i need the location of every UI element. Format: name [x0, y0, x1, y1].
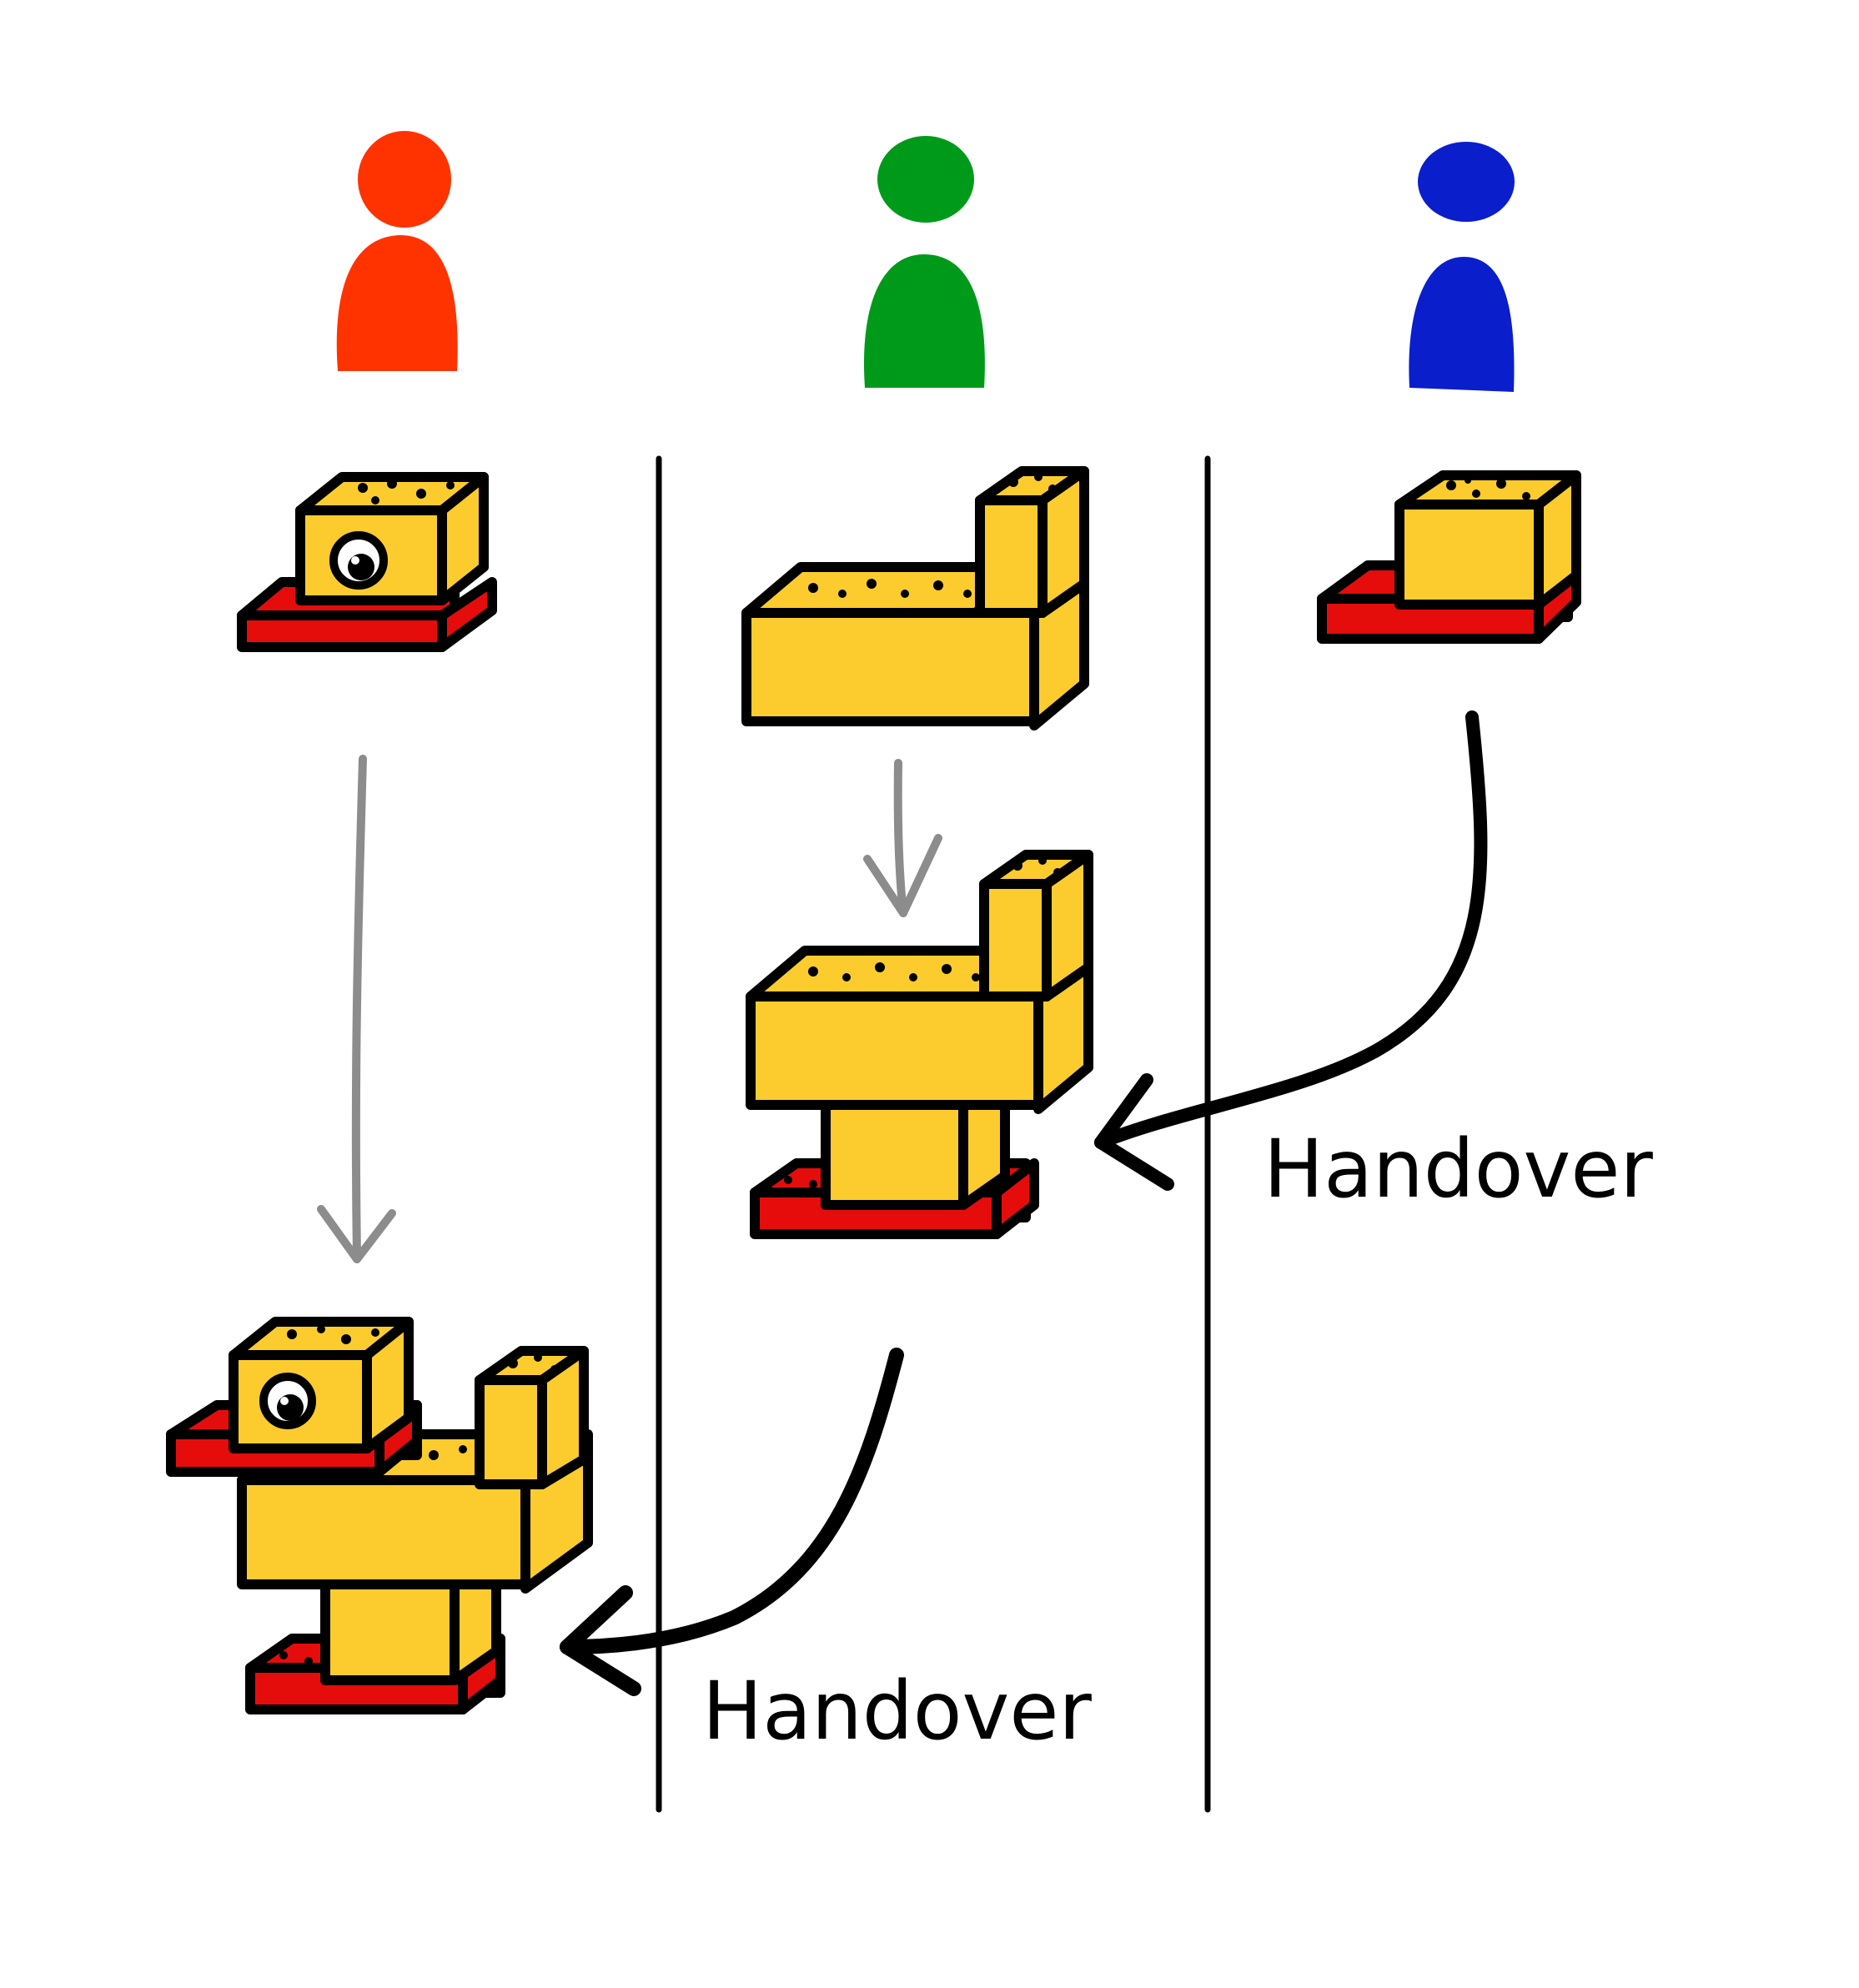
head-piece [237, 472, 497, 652]
eye-highlight [351, 556, 359, 565]
eye-pupil [348, 554, 374, 580]
stud-dots [279, 1325, 559, 1665]
stud-dots [1446, 477, 1530, 500]
handover-label-top: Handover [1264, 1122, 1653, 1216]
handover-label-bottom: Handover [702, 1664, 1092, 1758]
stud-dots [358, 479, 455, 505]
flow-arrow-green-lane [863, 759, 942, 917]
handover-arrow-bottom [560, 1348, 904, 1696]
person-head [877, 136, 974, 223]
eye-highlight [280, 1397, 289, 1405]
person-head [1418, 142, 1515, 222]
green-person-icon [863, 136, 985, 388]
person-body [336, 234, 458, 371]
body-piece [741, 466, 1089, 730]
handover-arrow-top [1094, 710, 1488, 1191]
person-head [358, 131, 451, 228]
legs-piece [1317, 470, 1581, 644]
flow-arrow-red-lane [317, 755, 396, 1263]
stud-dots [808, 473, 1057, 598]
blue-person-icon [1409, 142, 1515, 392]
red-person-icon [336, 131, 458, 371]
person-body [863, 254, 985, 388]
body-with-legs-assembly [746, 850, 1093, 1239]
person-body [1409, 257, 1515, 392]
eye-pupil [277, 1394, 304, 1421]
assembled-duck [166, 1317, 593, 1714]
stud-dots [784, 856, 1062, 1188]
